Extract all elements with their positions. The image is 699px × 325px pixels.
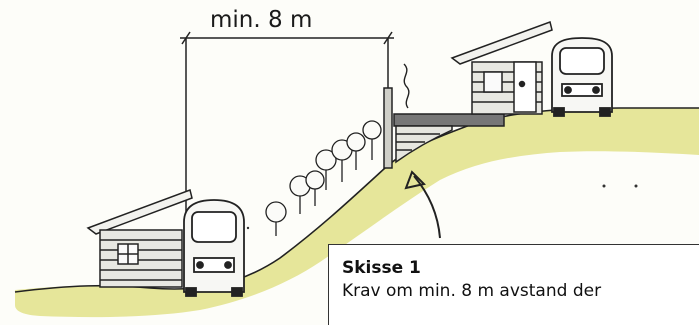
lower-house xyxy=(88,190,192,287)
dimension-label: min. 8 m xyxy=(210,7,312,33)
caption-title: Skisse 1 xyxy=(342,257,699,279)
caption-text: Krav om min. 8 m avstand der xyxy=(342,279,699,303)
upper-car xyxy=(552,38,612,116)
lower-car xyxy=(184,200,244,296)
upper-house xyxy=(452,22,552,114)
smoke xyxy=(404,64,409,108)
caption-box: Skisse 1 Krav om min. 8 m avstand der xyxy=(328,244,699,325)
